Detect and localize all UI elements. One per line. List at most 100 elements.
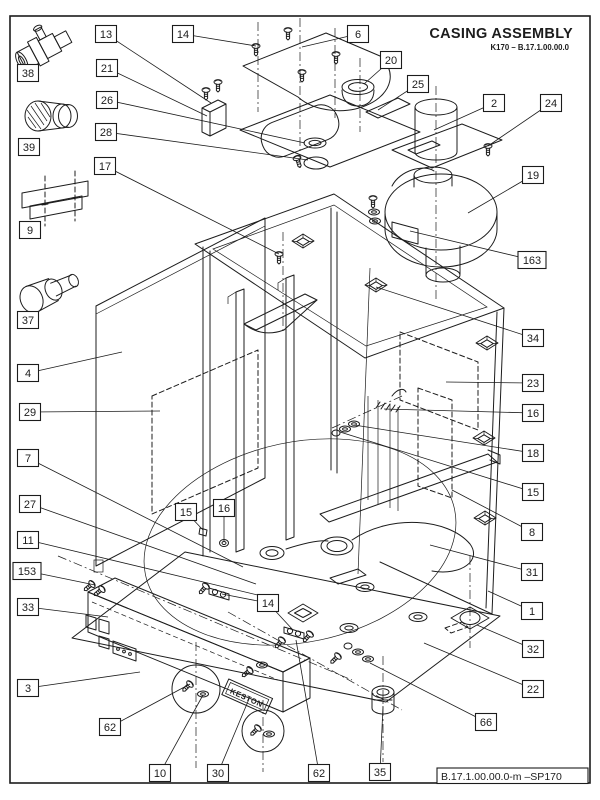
doc-number-block: B.17.1.00.00.0-m –SP170	[436, 767, 589, 785]
callout-28: 28	[94, 122, 118, 142]
svg-text:29: 29	[24, 407, 36, 419]
leader-line-27	[29, 503, 257, 585]
leader-line-163	[409, 230, 533, 261]
svg-text:39: 39	[23, 142, 35, 154]
drawing-title: CASING ASSEMBLY	[429, 26, 573, 42]
callout-38: 38	[16, 63, 40, 83]
svg-text:9: 9	[27, 225, 33, 237]
leader-line-11	[27, 539, 267, 598]
drain-plug-icon	[19, 273, 79, 314]
svg-text:14: 14	[262, 598, 274, 610]
svg-text:15: 15	[527, 487, 539, 499]
callout-29: 29	[18, 402, 42, 422]
spring-fixings	[331, 388, 407, 437]
callout-14: 14	[171, 24, 195, 44]
svg-text:37: 37	[22, 315, 34, 327]
leader-line-28	[105, 131, 309, 161]
fixing-cluster	[327, 642, 374, 667]
callout-37: 37	[16, 310, 40, 330]
svg-text:17: 17	[99, 161, 111, 173]
callout-7: 7	[16, 448, 40, 468]
svg-text:62: 62	[104, 722, 116, 734]
doc-number: B.17.1.00.00.0-m –SP170	[441, 771, 562, 783]
svg-text:11: 11	[22, 535, 33, 547]
callout-8: 8	[520, 522, 544, 542]
leader-line-15	[339, 431, 534, 493]
callout-24: 24	[539, 93, 563, 113]
mounting-bracket-icon	[21, 170, 89, 227]
leader-line-16	[383, 408, 534, 414]
svg-text:2: 2	[491, 98, 497, 110]
leader-line-62	[295, 639, 320, 774]
callout-62: 62	[98, 717, 122, 737]
callout-6: 6	[346, 24, 370, 44]
callout-21: 21	[95, 58, 119, 78]
support-bracket	[319, 449, 501, 523]
leader-line-21	[106, 67, 208, 117]
cable-gland	[371, 685, 395, 715]
leader-line-29	[29, 410, 161, 413]
svg-text:13: 13	[100, 29, 112, 41]
svg-text:62: 62	[313, 768, 325, 780]
callout-14: 14	[256, 593, 280, 613]
svg-text:38: 38	[22, 68, 34, 80]
insulation-panel-rear	[399, 331, 479, 431]
leader-line-26	[106, 99, 306, 144]
svg-text:8: 8	[529, 527, 535, 539]
leader-line-30	[217, 698, 250, 774]
sensor-plate	[365, 97, 411, 119]
svg-text:16: 16	[218, 503, 230, 515]
detail-ellipse	[143, 438, 457, 646]
callout-2: 2	[482, 93, 506, 113]
callout-20: 20	[379, 50, 403, 70]
svg-text:26: 26	[101, 95, 113, 107]
flue-grommet	[341, 79, 375, 107]
svg-text:33: 33	[22, 602, 34, 614]
callout-23: 23	[521, 373, 545, 393]
svg-text:16: 16	[527, 408, 539, 420]
callout-163: 163	[517, 250, 547, 270]
top-plate	[239, 94, 421, 168]
callout-1: 1	[520, 601, 544, 621]
handle-bracket	[243, 293, 318, 334]
callout-4: 4	[16, 363, 40, 383]
svg-text:3: 3	[25, 683, 31, 695]
svg-text:19: 19	[527, 170, 539, 182]
leader-line-3	[27, 671, 141, 689]
leader-line-4	[27, 351, 123, 374]
svg-text:14: 14	[177, 29, 189, 41]
hinge-bracket	[201, 79, 227, 137]
svg-text:31: 31	[526, 567, 538, 579]
drawing-subtitle: K170 – B.17.1.00.00.0	[491, 43, 570, 52]
callout-27: 27	[18, 494, 42, 514]
leader-line-62	[109, 683, 191, 728]
svg-text:30: 30	[212, 768, 224, 780]
terminal-blocks	[85, 614, 137, 662]
callout-153: 153	[12, 561, 42, 581]
callout-33: 33	[16, 597, 40, 617]
callout-62: 62	[307, 763, 331, 783]
leader-line-18	[353, 424, 534, 454]
svg-text:21: 21	[101, 63, 113, 75]
svg-text:23: 23	[527, 378, 539, 390]
fan-label-plate	[391, 221, 419, 245]
leader-line-34	[375, 286, 534, 339]
side-part-icons	[15, 24, 89, 314]
callout-16: 16	[521, 403, 545, 423]
diamond-knockout-icon	[287, 603, 319, 623]
callout-35: 35	[368, 762, 392, 782]
flue-pipe	[414, 98, 458, 161]
leader-line-33	[27, 606, 109, 618]
svg-text:28: 28	[100, 127, 112, 139]
callout-15: 15	[521, 482, 545, 502]
leader-line-10	[159, 694, 204, 774]
leader-line-22	[423, 642, 534, 690]
leader-line-14	[182, 33, 257, 47]
callout-32: 32	[521, 639, 545, 659]
leader-line-17	[104, 165, 280, 255]
callout-18: 18	[521, 443, 545, 463]
svg-text:25: 25	[412, 79, 424, 91]
casing-body	[93, 193, 505, 646]
callout-30: 30	[206, 763, 230, 783]
